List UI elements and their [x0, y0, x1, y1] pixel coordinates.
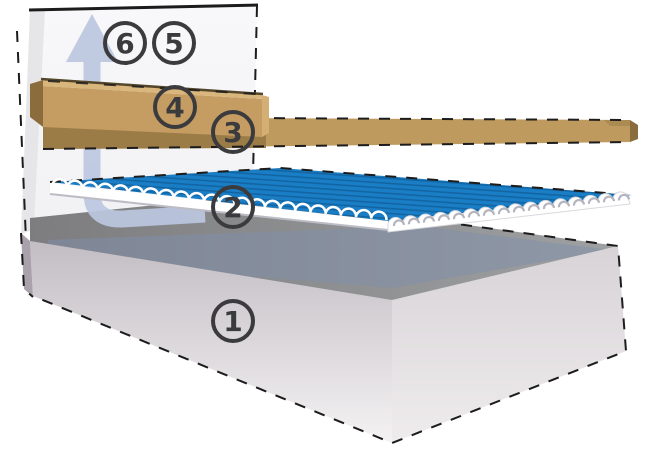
membrane-edge-shadow-line [49, 193, 389, 231]
plank-top-dashed-edge [42, 116, 631, 121]
slab-front-face [30, 241, 392, 443]
slab-right-face [392, 246, 626, 443]
plank-bottom-dashed-edge [42, 141, 631, 150]
wall-top-edge [28, 3, 259, 12]
badge-1-number: 1 [223, 305, 242, 338]
badge-2-number: 2 [223, 191, 242, 224]
plank-end-face [630, 120, 638, 142]
badge-5: 5 [152, 21, 196, 65]
skirting-front-face [43, 86, 262, 137]
slab-shadow-band [48, 226, 610, 288]
callout-badges: 1 2 3 4 5 6 [103, 21, 255, 343]
badge-4-ring [153, 85, 197, 129]
badge-1: 1 [211, 299, 255, 343]
membrane-corrugation-openings [392, 193, 631, 227]
plank-end-step [604, 120, 636, 126]
badge-4: 4 [153, 85, 197, 129]
wall-right-dashed-edge [252, 5, 258, 176]
corrugated-membrane [49, 166, 633, 233]
badge-2-ring [211, 185, 255, 229]
badge-1-ring [211, 299, 255, 343]
wall-left-dashed-edge [16, 30, 27, 241]
badge-6-ring [103, 21, 147, 65]
badge-3-number: 3 [223, 116, 242, 149]
badge-3: 3 [211, 110, 255, 154]
skirting-right-end-face [262, 95, 269, 137]
badge-6-number: 6 [115, 27, 134, 60]
badge-6: 6 [103, 21, 147, 65]
badge-2: 2 [211, 185, 255, 229]
skirting-dashed-edge [47, 80, 257, 95]
membrane-white-edge-band [50, 183, 388, 230]
skirting-board [30, 77, 269, 137]
badge-5-ring [152, 21, 196, 65]
badge-4-number: 4 [165, 91, 184, 124]
badge-5-number: 5 [164, 27, 183, 60]
slab-left-dashed-outline [20, 232, 34, 298]
skirting-left-end-face [30, 80, 43, 127]
membrane-dashed-edge [49, 166, 633, 196]
skirting-top-bevel [43, 80, 262, 99]
badge-3-ring [211, 110, 255, 154]
